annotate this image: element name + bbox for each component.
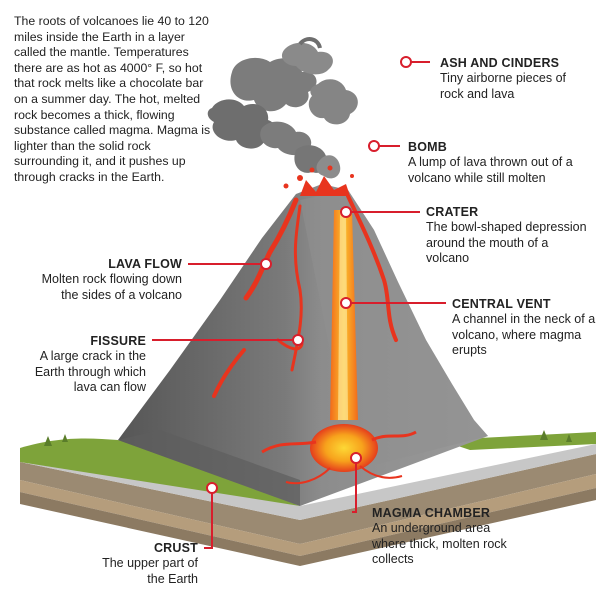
ash-cloud [207, 37, 358, 179]
label-central-vent: CENTRAL VENT A channel in the neck of a … [452, 297, 597, 359]
label-vent-title: CENTRAL VENT [452, 297, 551, 311]
marker-chamber [350, 452, 362, 464]
label-chamber-title: MAGMA CHAMBER [372, 506, 491, 520]
label-bomb-desc: A lump of lava thrown out of a volcano w… [408, 155, 573, 185]
label-lava-flow: LAVA FLOW Molten rock flowing down the s… [22, 257, 182, 303]
marker-fissure [292, 334, 304, 346]
lava-splashes [283, 165, 354, 196]
ground-slab [20, 432, 596, 566]
central-vent [330, 210, 358, 420]
label-crust: CRUST The upper part of the Earth [94, 541, 198, 587]
label-fissure-title: FISSURE [90, 334, 146, 348]
marker-ash [400, 56, 412, 68]
label-ash-desc: Tiny airborne pieces of rock and lava [440, 71, 566, 101]
label-crust-desc: The upper part of the Earth [102, 556, 198, 586]
label-magma-chamber: MAGMA CHAMBER An underground area where … [372, 506, 522, 568]
label-ash-title: ASH AND CINDERS [440, 56, 560, 70]
label-crater-desc: The bowl-shaped depression around the mo… [426, 220, 587, 266]
leader-markers [206, 56, 412, 494]
leader-crust [204, 488, 213, 549]
marker-crust [206, 482, 218, 494]
marker-vent [340, 297, 352, 309]
label-crater-title: CRATER [426, 205, 479, 219]
label-chamber-desc: An underground area where thick, molten … [372, 521, 507, 567]
label-fissure: FISSURE A large crack in the Earth throu… [14, 334, 146, 396]
label-fissure-desc: A large crack in the Earth through which… [34, 349, 146, 395]
marker-lava [260, 258, 272, 270]
label-crater: CRATER The bowl-shaped depression around… [426, 205, 591, 267]
label-bomb: BOMB A lump of lava thrown out of a volc… [408, 140, 583, 186]
label-ash-and-cinders: ASH AND CINDERS Tiny airborne pieces of … [440, 56, 590, 102]
trees [44, 430, 572, 446]
marker-crater [340, 206, 352, 218]
leader-chamber [352, 458, 357, 513]
marker-bomb [368, 140, 380, 152]
leader-lines [152, 61, 446, 549]
intro-paragraph: The roots of volcanoes lie 40 to 120 mil… [14, 14, 211, 184]
label-lava-title: LAVA FLOW [108, 257, 182, 271]
label-lava-desc: Molten rock flowing down the sides of a … [41, 272, 182, 302]
label-vent-desc: A channel in the neck of a volcano, wher… [452, 312, 596, 358]
label-bomb-title: BOMB [408, 140, 447, 154]
label-crust-title: CRUST [153, 541, 198, 555]
